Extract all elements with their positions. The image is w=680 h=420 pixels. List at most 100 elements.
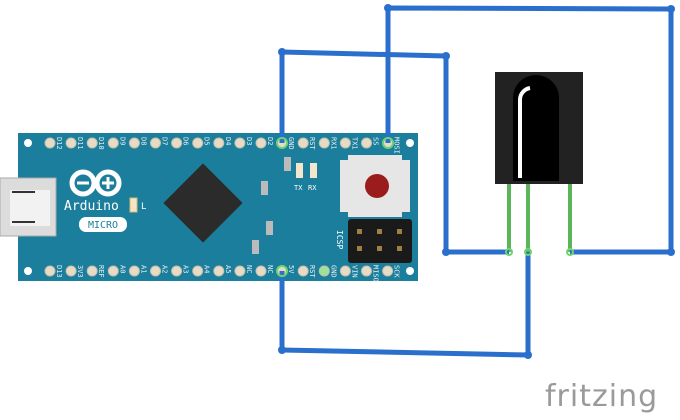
pin-label: D11 xyxy=(76,137,84,150)
usb-connector xyxy=(0,177,57,237)
smd-component xyxy=(261,181,268,195)
pin-label: 5V xyxy=(287,265,295,274)
pin-label: SS xyxy=(372,137,380,145)
pin-label: GND xyxy=(287,137,295,150)
pin-label: D2 xyxy=(266,137,274,145)
pin-label: A5 xyxy=(224,265,232,273)
pin-d10[interactable] xyxy=(86,137,98,149)
pin-label: TX1 xyxy=(350,137,358,150)
reset-button[interactable] xyxy=(340,155,410,217)
pin-label: RST xyxy=(308,265,316,278)
pin-label: D8 xyxy=(139,137,147,145)
pin-d3[interactable] xyxy=(234,137,246,149)
pin-gnd[interactable] xyxy=(318,265,330,277)
pin-ss[interactable] xyxy=(361,137,372,149)
pin-label: D10 xyxy=(97,137,105,150)
icsp-header xyxy=(348,219,412,263)
pin-label: A3 xyxy=(182,265,190,273)
receiver-lens xyxy=(513,75,559,181)
smd-component xyxy=(284,157,291,171)
led-l-label: L xyxy=(141,202,146,212)
lens-highlight xyxy=(517,86,531,178)
pin-d11[interactable] xyxy=(65,137,77,149)
pin-label: D5 xyxy=(203,137,211,145)
pin-label: D3 xyxy=(245,137,253,145)
fritzing-watermark: fritzing xyxy=(545,379,658,414)
receiver-leg-1 xyxy=(507,184,511,252)
pin-rst[interactable] xyxy=(297,137,309,149)
pin-miso[interactable] xyxy=(361,265,372,277)
pin-ref[interactable] xyxy=(86,265,98,277)
pin-d13[interactable] xyxy=(44,265,56,277)
pin-a2[interactable] xyxy=(150,265,161,277)
pin-d5[interactable] xyxy=(192,137,204,149)
pin-label: D13 xyxy=(55,265,63,278)
ir-receiver xyxy=(495,72,583,252)
pin-label: MOSI xyxy=(393,137,401,154)
mounting-hole xyxy=(406,139,414,147)
pin-label: D12 xyxy=(55,137,63,150)
mounting-hole xyxy=(24,267,32,275)
pin-rx1[interactable] xyxy=(318,137,330,149)
pin-label: MISO xyxy=(372,265,380,282)
receiver-leg-2 xyxy=(526,184,530,252)
arduino-logo xyxy=(69,169,122,197)
pin-a0[interactable] xyxy=(107,265,119,277)
wire-5v[interactable] xyxy=(279,252,531,358)
led-tx xyxy=(296,163,303,178)
led-l xyxy=(129,197,138,213)
pin-d4[interactable] xyxy=(213,137,225,149)
pin-label: D4 xyxy=(224,137,232,145)
pin-nc[interactable] xyxy=(255,265,267,277)
pin-d2[interactable] xyxy=(255,137,267,149)
brand-label: Arduino xyxy=(64,199,119,214)
smd-component xyxy=(266,221,273,235)
pin-vin[interactable] xyxy=(339,265,351,277)
receiver-leg-3 xyxy=(568,184,572,252)
smd-component xyxy=(252,240,259,254)
pin-label: SCK xyxy=(393,265,401,278)
led-tx-label: TX xyxy=(294,184,303,192)
pin-label: GND xyxy=(329,265,337,278)
mounting-hole xyxy=(406,267,414,275)
pin-d9[interactable] xyxy=(107,137,119,149)
pin-tx1[interactable] xyxy=(339,137,351,149)
mounting-hole xyxy=(24,139,32,147)
connection-points xyxy=(276,137,574,277)
pin-rst[interactable] xyxy=(297,265,309,277)
pin-d8[interactable] xyxy=(128,137,140,149)
pin-label: D6 xyxy=(182,137,190,145)
pin-label: D9 xyxy=(118,137,126,145)
model-badge xyxy=(79,217,127,232)
pin-d7[interactable] xyxy=(150,137,161,149)
pin-label: 3V3 xyxy=(76,265,84,278)
pin-label: VIN xyxy=(350,265,358,278)
pin-label: D7 xyxy=(161,137,169,145)
pin-d12[interactable] xyxy=(44,137,56,149)
icsp-label: ICSP xyxy=(335,230,344,249)
pin-label: REF xyxy=(97,265,105,278)
pin-3v3[interactable] xyxy=(65,265,77,277)
pin-label: A2 xyxy=(161,265,169,273)
pin-sck[interactable] xyxy=(382,265,394,277)
pin-a4[interactable] xyxy=(192,265,204,277)
wire-bendpoints xyxy=(278,4,675,359)
pin-a5[interactable] xyxy=(213,265,225,277)
pin-label: NC xyxy=(245,265,253,273)
led-rx-label: RX xyxy=(308,184,317,192)
pin-label: RX1 xyxy=(329,137,337,150)
pin-label: A4 xyxy=(203,265,211,273)
pin-a1[interactable] xyxy=(128,265,140,277)
pin-label: RST xyxy=(308,137,316,150)
pin-a3[interactable] xyxy=(171,265,183,277)
pin-label: NC xyxy=(266,265,274,273)
pin-nc[interactable] xyxy=(234,265,246,277)
pin-label: A0 xyxy=(118,265,126,273)
pin-d6[interactable] xyxy=(171,137,183,149)
pin-label: A1 xyxy=(139,265,147,273)
model-label: MICRO xyxy=(88,220,118,231)
led-rx xyxy=(310,163,317,178)
